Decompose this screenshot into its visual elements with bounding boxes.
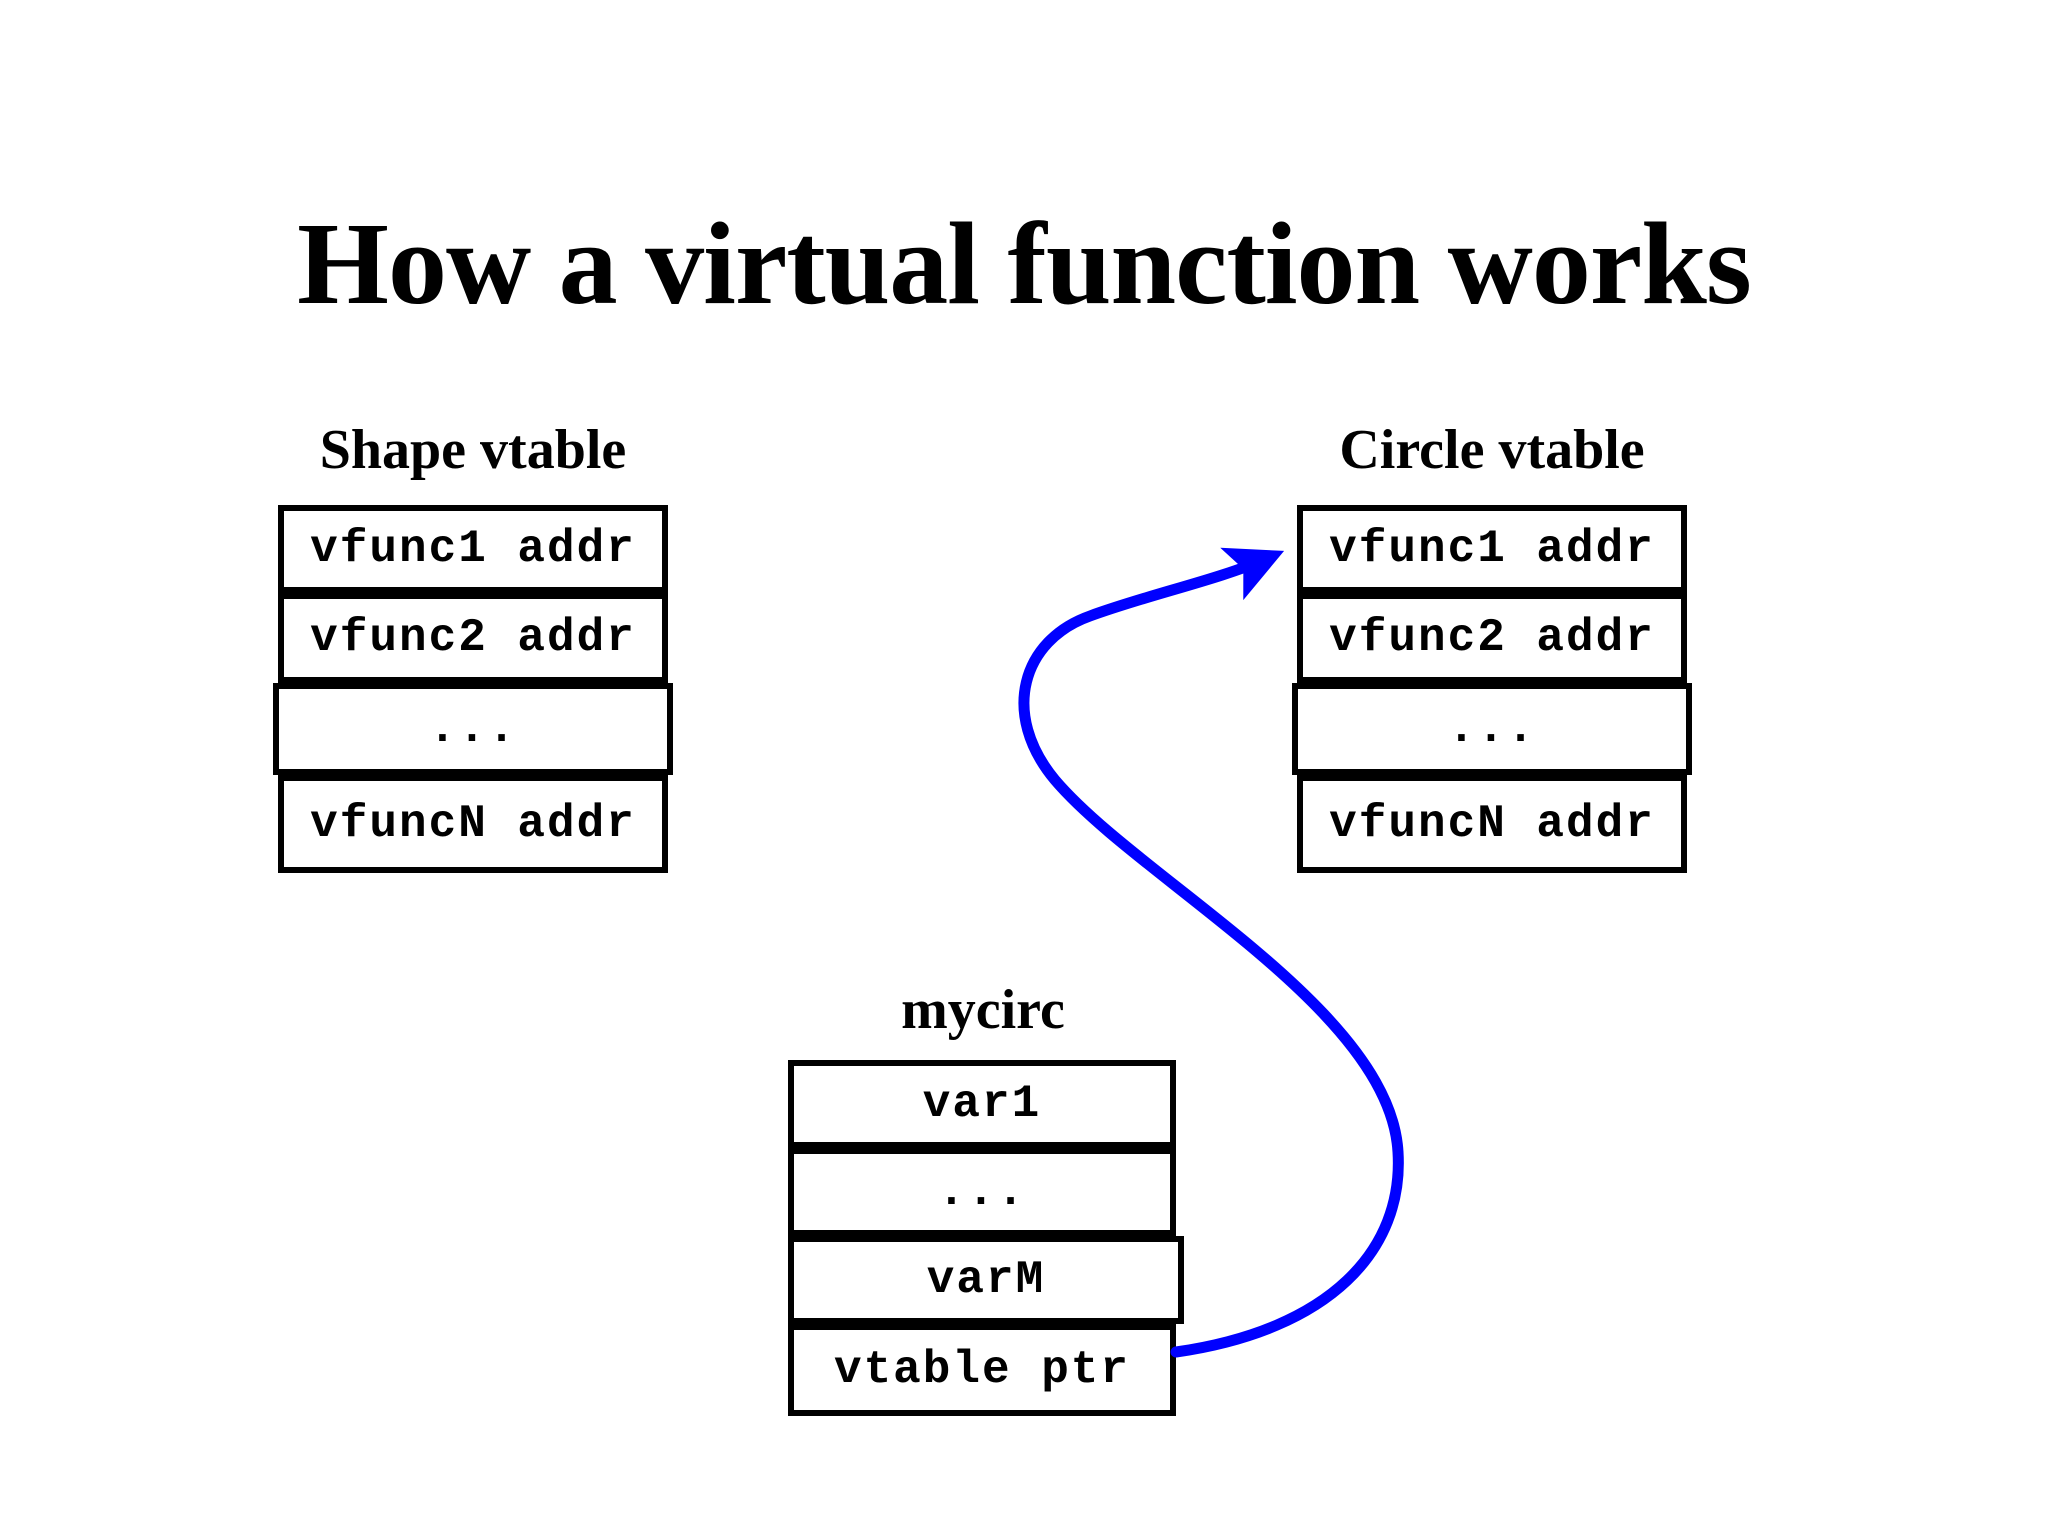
shape-vtable-struct: vfunc1 addr vfunc2 addr ... vfuncN addr <box>273 505 673 873</box>
page-title: How a virtual function works <box>297 198 1752 329</box>
mycirc-row-2[interactable]: varM <box>788 1236 1184 1324</box>
mycirc-row-3[interactable]: vtable ptr <box>788 1324 1176 1416</box>
circle-vtable-struct: vfunc1 addr vfunc2 addr ... vfuncN addr <box>1292 505 1692 873</box>
circle-vtable-row-0[interactable]: vfunc1 addr <box>1297 505 1687 593</box>
shape-vtable-row-3[interactable]: vfuncN addr <box>278 775 668 873</box>
shape-vtable-row-0[interactable]: vfunc1 addr <box>278 505 668 593</box>
circle-vtable-row-1[interactable]: vfunc2 addr <box>1297 593 1687 683</box>
mycirc-row-0[interactable]: var1 <box>788 1060 1176 1148</box>
circle-vtable-heading: Circle vtable <box>1339 419 1645 481</box>
shape-vtable-row-2[interactable]: ... <box>273 683 673 775</box>
circle-vtable-row-3[interactable]: vfuncN addr <box>1297 775 1687 873</box>
shape-vtable-row-1[interactable]: vfunc2 addr <box>278 593 668 683</box>
shape-vtable-heading: Shape vtable <box>319 419 627 481</box>
circle-vtable-row-2[interactable]: ... <box>1292 683 1692 775</box>
mycirc-row-1[interactable]: ... <box>788 1148 1176 1236</box>
mycirc-struct: var1 ... varM vtable ptr <box>788 1060 1184 1416</box>
mycirc-heading: mycirc <box>901 979 1065 1041</box>
